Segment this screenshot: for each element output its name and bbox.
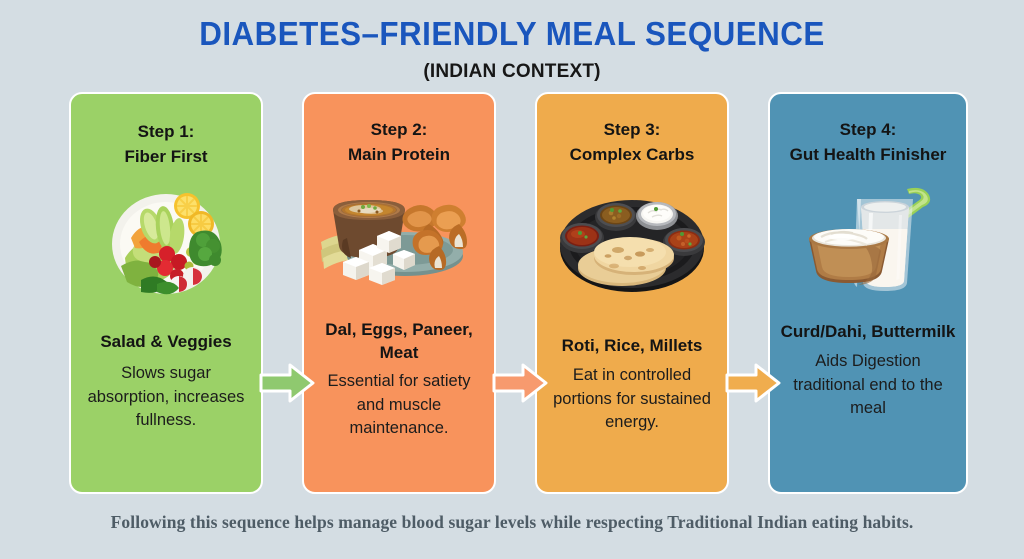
food-description: Aids Digestion traditional end to the me… [793,352,943,418]
curd-bowl-buttermilk-glass-icon [809,188,931,292]
step-heading-line1: Step 4: [839,120,897,139]
step-card-3-complex-carbs[interactable]: Step 3: Complex Carbs [535,92,729,494]
step-heading-line1: Step 3: [603,120,661,139]
step-heading-line2: Fiber First [124,146,208,166]
food-description: Slows sugar absorption, increases fullne… [87,364,245,430]
step-illustration [71,181,261,305]
meal-sequence-steps: Step 1: Fiber First [0,92,1024,496]
food-description: Eat in controlled portions for sustained… [553,366,711,432]
step-heading-line1: Step 1: [137,122,195,141]
step-card-2-main-protein[interactable]: Step 2: Main Protein [302,92,496,494]
dal-paneer-chicken-icon [321,200,467,286]
plate-of-salad-vegetables-icon [112,193,222,295]
step-heading-line1: Step 2: [370,120,428,139]
step-heading: Step 3: Complex Carbs [564,118,701,167]
step-illustration [304,173,494,297]
step-heading-line2: Gut Health Finisher [789,144,947,164]
step-heading: Step 4: Gut Health Finisher [784,118,953,167]
step-heading-line2: Complex Carbs [569,144,695,164]
food-description: Essential for satiety and muscle mainten… [327,372,471,437]
indian-thali-roti-icon [560,200,705,293]
food-title: Curd/Dahi, Buttermilk [780,322,956,342]
page-subtitle: (INDIAN CONTEXT) [423,60,601,82]
page-title: DIABETES–FRIENDLY MEAL SEQUENCE [199,15,825,52]
step-card-1-fiber-first[interactable]: Step 1: Fiber First [69,92,263,494]
food-title: Dal, Eggs, Paneer, Meat [325,320,473,363]
step-illustration [770,175,966,299]
step-illustration [537,181,727,305]
arrow-step1-to-step2 [259,362,315,404]
footer-note: Following this sequence helps manage blo… [110,512,914,532]
step-card-4-gut-health-finisher[interactable]: Step 4: Gut Health Finisher [768,92,968,494]
step-heading: Step 2: Main Protein [342,118,456,167]
food-title: Salad & Veggies [100,332,232,352]
food-title: Roti, Rice, Millets [561,336,703,356]
step-heading: Step 1: Fiber First [118,120,213,169]
step-heading-line2: Main Protein [347,144,450,164]
arrow-step2-to-step3 [492,362,548,404]
arrow-step3-to-step4 [725,362,781,404]
infographic-header: DIABETES–FRIENDLY MEAL SEQUENCE (INDIAN … [0,0,1024,83]
